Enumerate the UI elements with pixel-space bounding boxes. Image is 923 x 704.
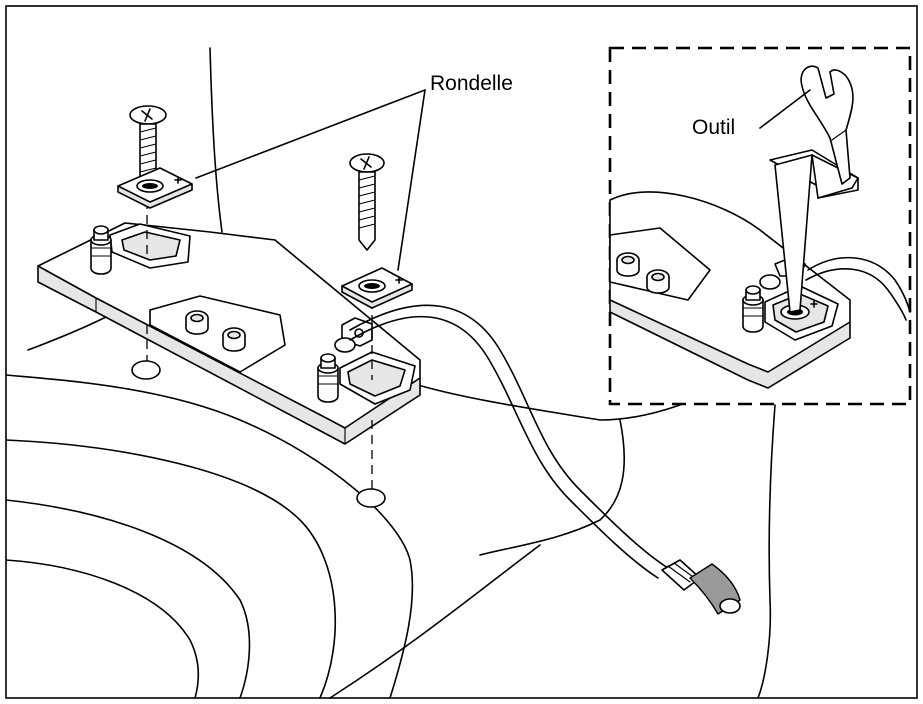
pins — [90, 225, 339, 403]
mounting-hole — [356, 488, 386, 508]
washer-icon — [341, 267, 413, 309]
mounting-hole — [131, 360, 161, 380]
alignment-lines — [131, 200, 386, 508]
tool-icon — [769, 65, 859, 313]
seat-outline — [5, 47, 776, 699]
figure-frame — [5, 5, 918, 699]
tool-label: Outil — [692, 116, 735, 139]
screw-icon — [349, 153, 385, 251]
washer-label: Rondelle — [430, 72, 513, 95]
washer-leader — [195, 89, 426, 271]
detail-inset — [608, 46, 912, 406]
tool-leader — [759, 89, 811, 129]
cable — [349, 304, 741, 615]
washer-icon — [117, 167, 193, 209]
